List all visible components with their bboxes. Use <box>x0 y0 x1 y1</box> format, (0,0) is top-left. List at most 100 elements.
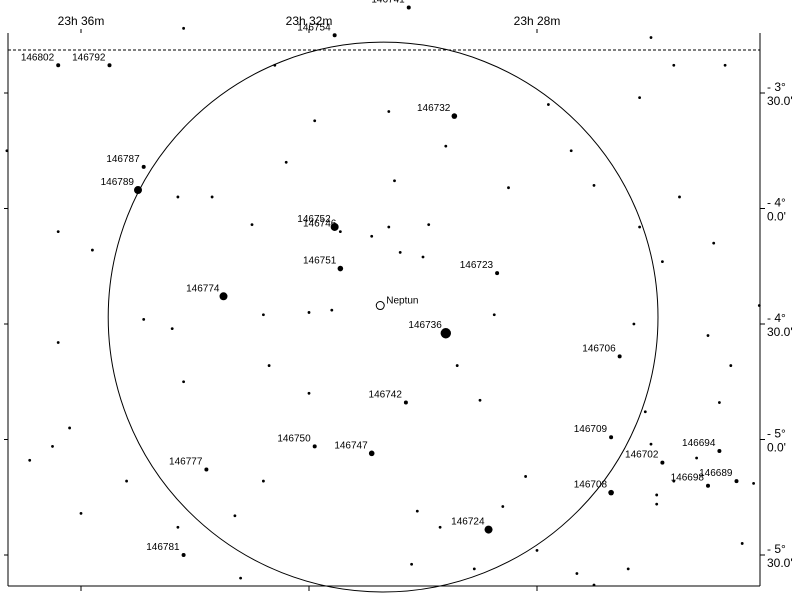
field-star <box>313 119 317 123</box>
y-tick-deg-3: - 5° <box>767 427 786 441</box>
star-146741 <box>406 5 411 10</box>
field-star <box>757 304 761 307</box>
star-label-146787: 146787 <box>106 154 140 165</box>
star-146709 <box>609 435 614 440</box>
star-label-146709: 146709 <box>574 424 608 435</box>
star-146706 <box>617 354 622 359</box>
field-star <box>678 195 681 199</box>
field-star <box>672 479 676 483</box>
field-star <box>56 230 60 234</box>
planet-label: Neptun <box>386 296 418 307</box>
star-146777 <box>204 467 209 472</box>
y-tick-min-2: 30.0' <box>767 325 793 339</box>
field-star <box>267 364 271 367</box>
y-tick-deg-1: - 4° <box>767 196 786 210</box>
field-star <box>524 475 527 478</box>
star-146792 <box>107 63 112 68</box>
field-star <box>547 103 550 106</box>
star-146754 <box>332 33 337 38</box>
field-star <box>262 313 265 317</box>
y-tick-min-1: 0.0' <box>767 210 786 224</box>
y-tick-deg-2: - 4° <box>767 311 786 325</box>
star-146723 <box>495 271 500 276</box>
field-star <box>415 509 419 513</box>
field-star <box>5 149 9 153</box>
field-star <box>233 514 237 518</box>
field-star <box>307 311 311 314</box>
field-star <box>28 458 32 462</box>
field-star <box>307 391 311 395</box>
x-tick-label-0: 23h 36m <box>58 14 105 28</box>
star-146787 <box>141 164 146 169</box>
field-star <box>393 179 396 183</box>
field-star <box>723 63 727 67</box>
field-star <box>695 456 698 460</box>
star-146781 <box>181 553 186 557</box>
field-star <box>501 505 505 508</box>
star-146698 <box>706 483 710 488</box>
star-label-146689: 146689 <box>699 468 733 479</box>
star-146732 <box>451 113 458 119</box>
star-label-146706: 146706 <box>582 343 616 354</box>
field-star <box>56 341 60 344</box>
field-star <box>79 512 83 515</box>
star-label-146732: 146732 <box>417 103 451 114</box>
star-label-146752: 146752 <box>297 214 331 225</box>
star-146708 <box>608 489 614 496</box>
field-star <box>387 110 391 113</box>
field-star <box>706 334 710 337</box>
star-146789 <box>134 186 142 195</box>
field-star <box>262 479 265 483</box>
field-circle <box>107 41 659 593</box>
star-146747 <box>368 450 375 457</box>
star-146736 <box>440 328 451 339</box>
x-tick-label-1: 23h 32m <box>286 14 333 28</box>
y-tick-min-3: 0.0' <box>767 441 786 455</box>
field-star <box>638 96 641 100</box>
field-star <box>455 364 459 367</box>
field-star <box>239 576 243 580</box>
field-star <box>176 525 180 529</box>
y-tick-min-4: 30.0' <box>767 556 793 570</box>
star-label-146792: 146792 <box>72 52 106 63</box>
field-star <box>176 195 180 199</box>
field-star <box>492 313 496 317</box>
field-star <box>507 186 510 190</box>
field-star <box>250 223 254 227</box>
field-star <box>626 567 630 571</box>
field-star <box>125 479 128 483</box>
star-146774 <box>219 292 228 301</box>
star-146751 <box>337 265 344 272</box>
star-146724 <box>484 525 493 534</box>
field-star <box>210 195 214 199</box>
field-star <box>718 401 721 404</box>
field-star <box>273 63 277 67</box>
y-tick-deg-0: - 3° <box>767 80 786 94</box>
star-label-146694: 146694 <box>682 438 716 449</box>
star-label-146751: 146751 <box>303 256 337 267</box>
field-star <box>472 567 476 571</box>
field-star <box>649 442 653 446</box>
star-146746 <box>338 230 342 234</box>
planet-marker <box>375 301 385 311</box>
field-star <box>444 144 448 148</box>
field-star <box>740 542 744 545</box>
field-star <box>569 149 573 153</box>
field-star <box>592 184 596 187</box>
field-star <box>661 260 664 264</box>
field-star <box>575 572 579 575</box>
field-star <box>68 426 71 430</box>
field-star <box>51 445 54 448</box>
star-label-146789: 146789 <box>101 177 135 188</box>
star-label-146723: 146723 <box>460 260 494 271</box>
field-star <box>672 63 676 67</box>
field-star <box>91 248 94 252</box>
star-label-146741: 146741 <box>371 0 405 6</box>
field-star <box>632 322 636 326</box>
star-146750 <box>312 444 317 449</box>
field-star <box>729 364 733 367</box>
star-146694 <box>717 449 722 454</box>
field-star <box>638 225 641 229</box>
star-label-146750: 146750 <box>277 433 311 444</box>
